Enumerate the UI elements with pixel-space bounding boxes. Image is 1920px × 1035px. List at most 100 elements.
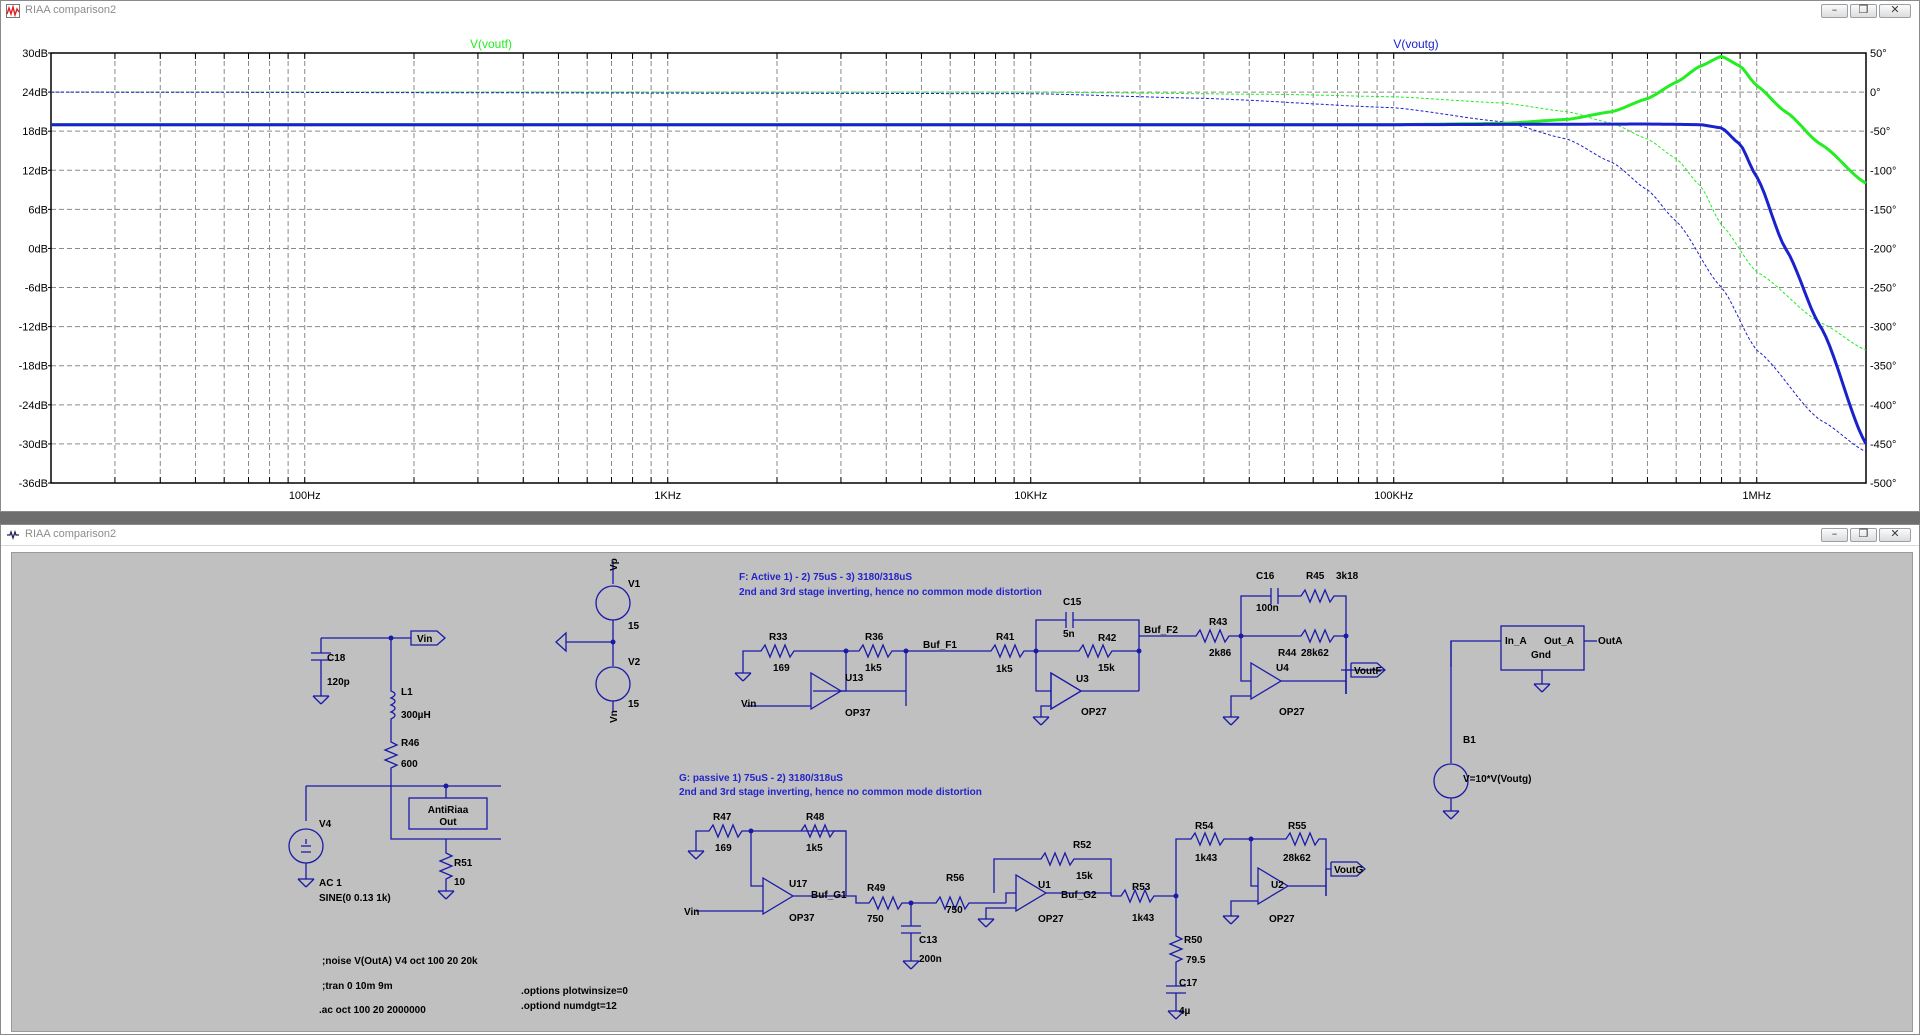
value-r55[interactable]: 28k62 <box>1283 853 1311 864</box>
value-r53[interactable]: 1k43 <box>1132 913 1155 924</box>
net-voutf[interactable]: VoutF <box>1354 666 1382 677</box>
label-u3[interactable]: U3 <box>1076 674 1089 685</box>
label-r56[interactable]: R56 <box>946 873 965 884</box>
annotation-f-subtitle[interactable]: 2nd and 3rd stage inverting, hence no co… <box>739 587 1042 598</box>
label-r51[interactable]: R51 <box>454 858 473 869</box>
block-antiriaa[interactable]: AntiRiaa <box>428 805 469 816</box>
value-v4-sine[interactable]: SINE(0 0.13 1k) <box>319 893 391 904</box>
label-r42[interactable]: R42 <box>1098 633 1117 644</box>
net-vp[interactable]: Vp <box>609 558 620 571</box>
value-u3[interactable]: OP27 <box>1081 707 1107 718</box>
value-r52[interactable]: 15k <box>1076 871 1093 882</box>
label-c13[interactable]: C13 <box>919 935 938 946</box>
minimize-button[interactable]: – <box>1821 527 1848 542</box>
value-u2[interactable]: OP27 <box>1269 914 1295 925</box>
value-r56[interactable]: 750 <box>946 905 963 916</box>
phase-trace-vvoutg[interactable] <box>51 91 1867 453</box>
port-out-a[interactable]: Out_A <box>1544 636 1574 647</box>
net-voutg[interactable]: VoutG <box>1334 865 1363 876</box>
directive-ac[interactable]: .ac oct 100 20 2000000 <box>319 1005 426 1016</box>
value-u17[interactable]: OP37 <box>789 913 815 924</box>
label-u2[interactable]: U2 <box>1271 880 1284 891</box>
block-antiriaa-out[interactable]: Out <box>439 817 457 828</box>
value-r50[interactable]: 79.5 <box>1186 955 1206 966</box>
value-r45[interactable]: 3k18 <box>1336 571 1359 582</box>
label-v4[interactable]: V4 <box>319 819 332 830</box>
value-l1[interactable]: 300µH <box>401 710 431 721</box>
label-r43[interactable]: R43 <box>1209 617 1228 628</box>
value-u13[interactable]: OP37 <box>845 708 871 719</box>
value-r49[interactable]: 750 <box>867 914 884 925</box>
label-r53[interactable]: R53 <box>1132 882 1151 893</box>
value-v1[interactable]: 15 <box>628 621 640 632</box>
label-r47[interactable]: R47 <box>713 812 732 823</box>
net-vn[interactable]: Vn <box>609 710 620 723</box>
label-v2[interactable]: V2 <box>628 657 641 668</box>
net-buf-f1[interactable]: Buf_F1 <box>923 640 957 651</box>
value-r51[interactable]: 10 <box>454 877 466 888</box>
label-r50[interactable]: R50 <box>1184 935 1203 946</box>
annotation-f-title[interactable]: F: Active 1) - 2) 75uS - 3) 3180/318uS <box>739 572 912 583</box>
net-buf-g2[interactable]: Buf_G2 <box>1061 890 1097 901</box>
port-in-a[interactable]: In_A <box>1505 636 1527 647</box>
label-u4[interactable]: U4 <box>1276 663 1289 674</box>
net-vin-left[interactable]: Vin <box>417 634 432 645</box>
schematic-canvas[interactable] <box>11 552 1913 1032</box>
value-r33[interactable]: 169 <box>773 663 790 674</box>
value-r36[interactable]: 1k5 <box>865 663 882 674</box>
value-v4-ac[interactable]: AC 1 <box>319 878 342 889</box>
label-r48[interactable]: R48 <box>806 812 825 823</box>
value-r42[interactable]: 15k <box>1098 663 1115 674</box>
label-u17[interactable]: U17 <box>789 879 808 890</box>
label-r45[interactable]: R45 <box>1306 571 1325 582</box>
label-r49[interactable]: R49 <box>867 883 886 894</box>
restore-button[interactable]: ❐ <box>1850 3 1877 18</box>
annotation-g-subtitle[interactable]: 2nd and 3rd stage inverting, hence no co… <box>679 787 982 798</box>
label-b1[interactable]: B1 <box>1463 735 1476 746</box>
label-r41[interactable]: R41 <box>996 632 1015 643</box>
value-c17[interactable]: 4µ <box>1179 1006 1191 1017</box>
value-r44[interactable]: 28k62 <box>1301 648 1329 659</box>
annotation-g-title[interactable]: G: passive 1) 75uS - 2) 3180/318uS <box>679 773 843 784</box>
value-r46[interactable]: 600 <box>401 759 418 770</box>
directive-tran[interactable]: ;tran 0 10m 9m <box>322 981 393 992</box>
value-u4[interactable]: OP27 <box>1279 707 1305 718</box>
value-r43[interactable]: 2k86 <box>1209 648 1232 659</box>
close-button[interactable]: ✕ <box>1879 527 1911 542</box>
label-v1[interactable]: V1 <box>628 579 641 590</box>
minimize-button[interactable]: – <box>1821 3 1848 18</box>
label-r36[interactable]: R36 <box>865 632 884 643</box>
net-outa[interactable]: OutA <box>1598 636 1622 647</box>
magnitude-trace-vvoutg[interactable] <box>51 122 1868 445</box>
value-c13[interactable]: 200n <box>919 954 942 965</box>
label-r55[interactable]: R55 <box>1288 821 1307 832</box>
value-r54[interactable]: 1k43 <box>1195 853 1218 864</box>
directive-optiond[interactable]: .optiond numdgt=12 <box>521 1001 617 1012</box>
label-r44[interactable]: R44 <box>1278 648 1297 659</box>
value-c18[interactable]: 120p <box>327 677 350 688</box>
close-button[interactable]: ✕ <box>1879 3 1911 18</box>
value-r47[interactable]: 169 <box>715 843 732 854</box>
restore-button[interactable]: ❐ <box>1850 527 1877 542</box>
value-b1[interactable]: V=10*V(Voutg) <box>1463 774 1531 785</box>
label-c16[interactable]: C16 <box>1256 571 1275 582</box>
directive-options[interactable]: .options plotwinsize=0 <box>521 986 628 997</box>
label-c18[interactable]: C18 <box>327 653 346 664</box>
label-c15[interactable]: C15 <box>1063 597 1082 608</box>
port-gnd[interactable]: Gnd <box>1531 650 1551 661</box>
net-buf-g1[interactable]: Buf_G1 <box>811 890 847 901</box>
trace-label-voutf[interactable]: V(voutf) <box>470 37 512 51</box>
label-u13[interactable]: U13 <box>845 673 864 684</box>
value-v2[interactable]: 15 <box>628 699 640 710</box>
label-c17[interactable]: C17 <box>1179 978 1198 989</box>
value-r41[interactable]: 1k5 <box>996 664 1013 675</box>
label-l1[interactable]: L1 <box>401 687 413 698</box>
plot-titlebar[interactable]: RIAA comparison2 – ❐ ✕ <box>1 1 1919 22</box>
net-vin-f[interactable]: Vin <box>741 699 756 710</box>
schematic-titlebar[interactable]: RIAA comparison2 – ❐ ✕ <box>1 525 1919 546</box>
schematic-drawing[interactable]: −+ <box>11 552 1911 1030</box>
label-r46[interactable]: R46 <box>401 738 420 749</box>
label-r33[interactable]: R33 <box>769 632 788 643</box>
directive-noise[interactable]: ;noise V(OutA) V4 oct 100 20 20k <box>322 956 478 967</box>
